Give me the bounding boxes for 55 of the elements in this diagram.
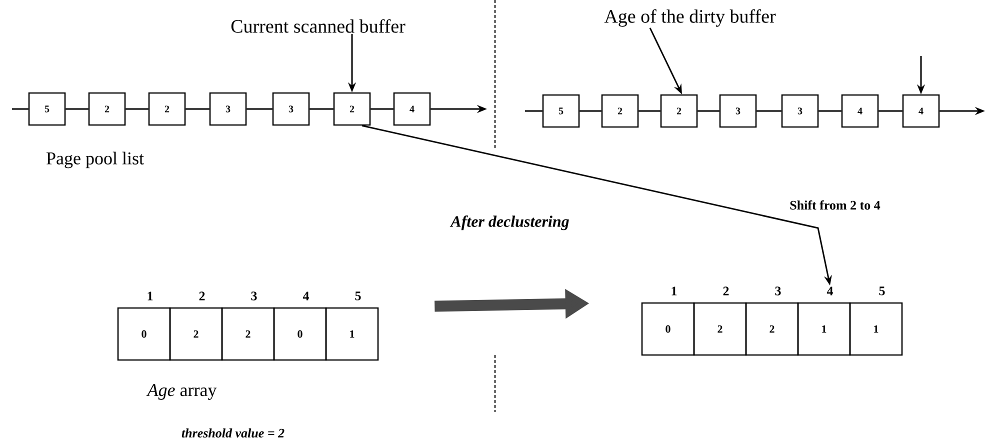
array-cell: 1 (797, 302, 851, 356)
link-line (878, 110, 902, 112)
buffer-box: 2 (88, 92, 126, 126)
buffer-box: 3 (781, 94, 819, 128)
heading-text: Age of the dirty buffer (604, 9, 776, 27)
buffer-box: 5 (28, 92, 66, 126)
index-number: 5 (355, 292, 361, 300)
array-cell: 2 (745, 302, 799, 356)
array-cell: 1 (325, 307, 379, 361)
buffer-box: 4 (393, 92, 431, 126)
buffer-box: 2 (601, 94, 639, 128)
array-cell: 2 (693, 302, 747, 356)
link-line (370, 108, 394, 110)
index-number: 3 (775, 286, 781, 296)
array-cell: 1 (849, 302, 903, 356)
index-number: 2 (199, 292, 205, 300)
link-line (66, 108, 88, 110)
array-cell: 0 (117, 307, 171, 361)
edge-label: Shift from 2 to 4 (788, 199, 882, 211)
link-line (246, 108, 272, 110)
buffer-box: 3 (719, 94, 757, 128)
caption-text: Page pool list (46, 152, 144, 168)
buffer-box: 2 (148, 92, 186, 126)
index-number: 4 (826, 286, 833, 296)
array-cell: 0 (641, 302, 695, 356)
edge-label: After declustering (450, 214, 570, 232)
link-line (310, 108, 334, 110)
index-number: 5 (879, 286, 885, 296)
heading-text: Current scanned buffer (231, 19, 406, 33)
link-line (186, 108, 210, 110)
buffer-box: 2 (660, 94, 698, 128)
link-line (638, 110, 660, 112)
index-number: 1 (672, 286, 677, 296)
link-line (12, 108, 28, 110)
caption-text: Age array (146, 384, 217, 400)
note-text: threshold value = 2 (182, 428, 284, 438)
link-line (698, 110, 720, 112)
link-line (126, 108, 148, 110)
link-line (818, 110, 842, 112)
index-number: 3 (251, 292, 257, 300)
buffer-box: 2 (333, 92, 371, 126)
buffer-box: 5 (542, 94, 580, 128)
link-line (525, 110, 542, 112)
array-cell: 0 (273, 307, 327, 361)
buffer-box: 3 (209, 92, 247, 126)
index-number: 2 (723, 286, 729, 296)
index-number: 1 (148, 292, 153, 300)
index-number: 4 (302, 292, 310, 300)
array-cell: 2 (169, 307, 223, 361)
link-line (756, 110, 782, 112)
link-line (580, 110, 602, 112)
buffer-box: 4 (902, 94, 940, 128)
array-cell: 2 (221, 307, 275, 361)
buffer-box: 4 (841, 94, 879, 128)
buffer-box: 3 (272, 92, 310, 126)
